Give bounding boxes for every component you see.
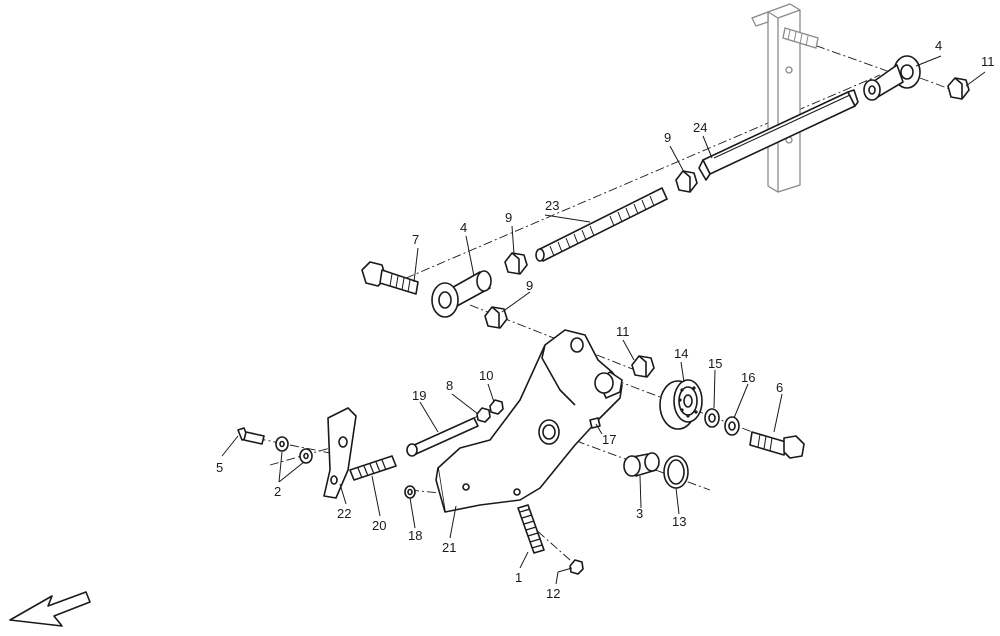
callout-11-lower: 11 (616, 324, 630, 339)
callout-17: 17 (602, 432, 616, 447)
washer-18 (404, 485, 416, 499)
callout-14: 14 (674, 346, 688, 361)
nut-10 (489, 399, 504, 415)
callout-10: 10 (479, 368, 493, 383)
washer-2a (275, 436, 289, 452)
callout-9-lower: 9 (526, 278, 533, 293)
callout-4-upper: 4 (935, 38, 942, 53)
nut-8 (476, 407, 491, 423)
washer-15 (704, 408, 720, 428)
callout-13: 13 (672, 514, 686, 529)
callout-1: 1 (515, 570, 522, 585)
snap-ring-13 (663, 455, 689, 489)
callout-22: 22 (337, 506, 351, 521)
callout-8: 8 (446, 378, 453, 393)
bolt-6 (749, 431, 805, 459)
washer-2b (299, 448, 313, 464)
callout-18: 18 (408, 528, 422, 543)
nut-9-upper (675, 170, 698, 193)
callout-3: 3 (636, 506, 643, 521)
rod-end-4-lower (431, 270, 492, 318)
callout-15: 15 (708, 356, 722, 371)
rod-end-4-upper (863, 55, 921, 101)
callout-23: 23 (545, 198, 559, 213)
screw-5 (237, 427, 265, 445)
nut-11-upper (947, 77, 970, 100)
nut-9-lower (484, 306, 508, 329)
callout-19: 19 (412, 388, 426, 403)
callout-9-middle: 9 (505, 210, 512, 225)
bolt-7 (361, 261, 419, 295)
callout-16: 16 (741, 370, 755, 385)
callout-4-lower: 4 (460, 220, 467, 235)
callout-20: 20 (372, 518, 386, 533)
threaded-rod-23 (535, 187, 668, 262)
leader-lines (221, 55, 986, 585)
nut-12 (569, 559, 584, 575)
callout-11-upper: 11 (981, 54, 995, 69)
main-bracket-21 (435, 329, 623, 513)
callout-2: 2 (274, 484, 281, 499)
assembly-axes (239, 39, 959, 561)
spacer-3 (623, 452, 660, 477)
bearing-14 (659, 379, 703, 430)
callout-21: 21 (442, 540, 456, 555)
front-direction-arrow (9, 591, 91, 627)
callout-24: 24 (693, 120, 707, 135)
callout-6: 6 (776, 380, 783, 395)
callout-7: 7 (412, 232, 419, 247)
callout-9-upper: 9 (664, 130, 671, 145)
callout-12: 12 (546, 586, 560, 601)
washer-16 (724, 416, 740, 436)
plate-22 (323, 407, 357, 499)
support-bracket (751, 3, 819, 193)
pin-19 (406, 417, 479, 457)
callout-5: 5 (216, 460, 223, 475)
rod-24 (698, 89, 859, 181)
nut-9-middle (504, 252, 528, 275)
screw-17 (589, 417, 601, 429)
callout-labels: 4 11 24 9 23 9 4 7 9 11 14 15 16 6 17 3 … (216, 38, 995, 601)
spring-1 (517, 504, 545, 554)
spring-20 (349, 455, 397, 481)
nut-11-lower (631, 355, 655, 378)
